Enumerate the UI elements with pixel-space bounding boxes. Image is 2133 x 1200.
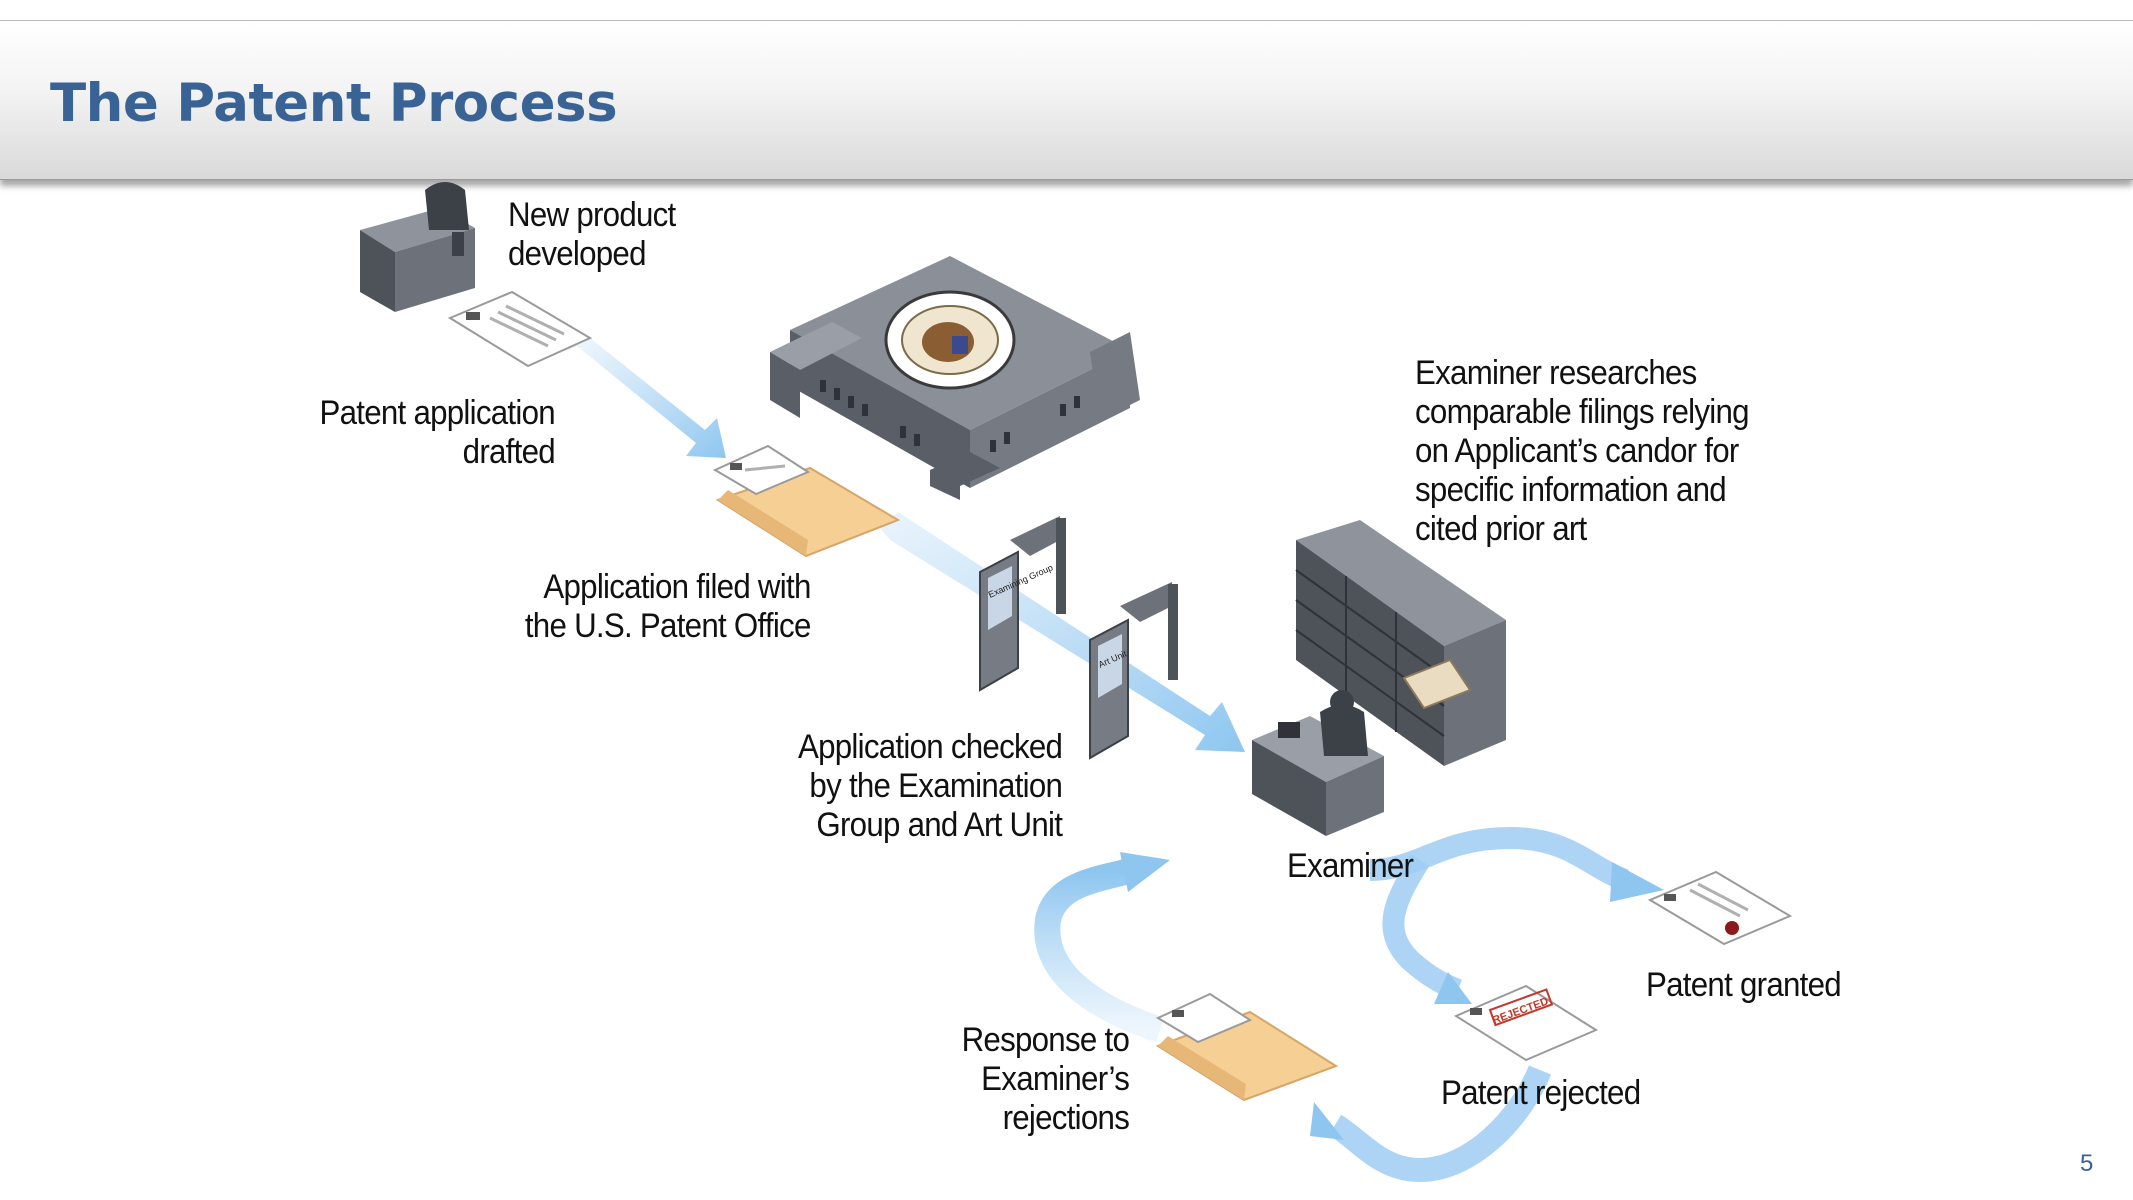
filing-cabinet-icon [1295,520,1506,766]
patent-granted-document-icon [1647,870,1793,946]
art-unit-door-icon: Art Unit [1089,582,1178,760]
label-application-drafted: Patent application drafted [319,394,556,471]
title-bar: The Patent Process [0,20,2133,180]
flow-arrow-filed-to-examiner [880,512,1245,752]
filed-envelope-icon [712,444,901,558]
page-title: The Patent Process [50,73,618,134]
patent-office-building-icon [770,256,1140,500]
response-envelope-icon [1155,992,1339,1102]
examining-group-door-icon: Examining Group [979,516,1066,692]
label-new-product: New product developed [508,196,676,273]
patent-rejected-document-icon: REJECTED [1453,984,1599,1062]
examiner-desk-icon [1252,690,1384,836]
patent-application-document-icon [447,290,593,368]
flow-arrow-drafted-to-filed [565,334,726,458]
label-patent-granted: Patent granted [1646,966,1842,1004]
inventor-desk-icon [360,182,475,312]
label-application-filed: Application filed with the U.S. Patent O… [525,568,812,645]
slide-number: 5 [2080,1150,2094,1177]
flow-arrow-examiner-to-rejected [1382,854,1472,1004]
flow-arrow-rejected-to-response [1310,1065,1552,1183]
flow-arrow-response-to-examiner [1034,852,1170,1043]
label-patent-rejected: Patent rejected [1441,1074,1641,1112]
label-examiner-research: Examiner researches comparable filings r… [1415,354,1750,548]
label-application-checked: Application checked by the Examination G… [797,728,1063,844]
label-response: Response to Examiner’s rejections [961,1021,1129,1137]
label-examiner: Examiner [1287,847,1414,885]
